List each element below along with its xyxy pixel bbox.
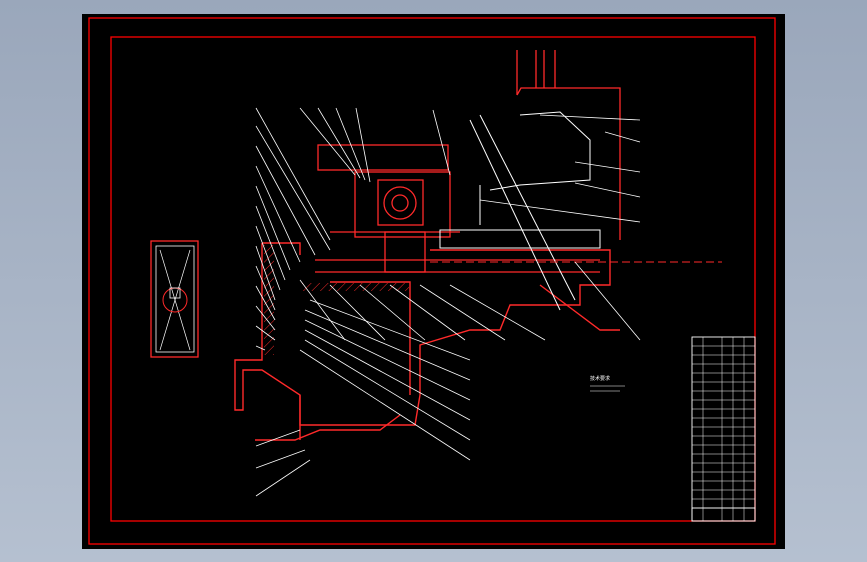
wall-hatch	[264, 245, 274, 355]
base-hatch	[302, 283, 409, 291]
notes-line-1: 技术要求	[590, 375, 610, 382]
drawing-sheet	[82, 14, 785, 549]
slant-component	[439, 111, 601, 311]
base-section	[234, 242, 620, 441]
upper-housing	[315, 144, 600, 273]
detail-view	[150, 240, 199, 358]
top-column	[516, 50, 621, 240]
parts-list	[691, 336, 756, 522]
technical-notes: 技术要求	[590, 375, 625, 392]
inner-frame	[110, 36, 756, 522]
leader-lines	[255, 107, 641, 497]
outer-frame	[88, 17, 776, 545]
